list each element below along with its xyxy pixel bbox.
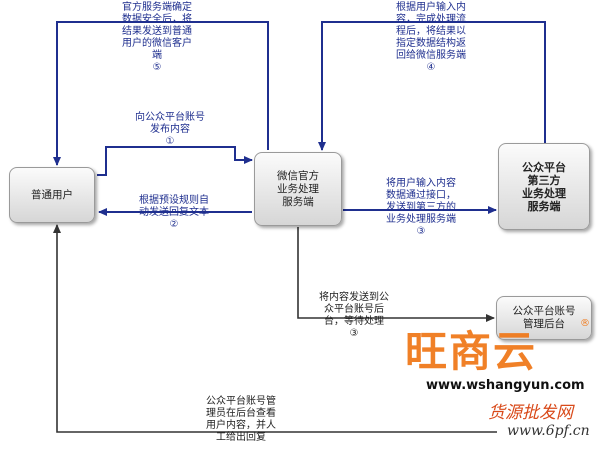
arrow-step3-backend xyxy=(297,227,495,322)
label-step4: 根据用户输入内 容，完成处理流 程后，将结果以 指定数据结构返 回给微信服务端 … xyxy=(396,2,466,73)
label-step3-backend: 将内容发送到公 众平台账号后 台，等待处理 ③ xyxy=(319,292,389,339)
watermark-url: www.wshangyun.com xyxy=(426,378,585,393)
node-third-party-server: 公众平台 第三方 业务处理 服务端 xyxy=(498,143,590,230)
node-normal-user: 普通用户 xyxy=(9,167,95,223)
arrow-manual-reply xyxy=(53,224,497,433)
watermark-url2: www.6pf.cn xyxy=(507,423,590,439)
label-step2: 根据预设规则自 动发送回复文本 ② xyxy=(139,195,209,230)
label-step5: 官方服务端确定 数据安全后，将 结果发送到普通 用户的微信客户 端 ⑤ xyxy=(122,2,192,73)
label-step1: 向公众平台账号 发布内容 ① xyxy=(135,112,205,147)
watermark-registered-mark: ® xyxy=(580,318,590,329)
arrow-step1 xyxy=(97,146,253,176)
watermark-logo: 旺商云 xyxy=(405,327,538,376)
label-manual-reply: 公众平台账号管 理员在后台查看 用户内容，并人 工给出回复 xyxy=(206,396,276,443)
node-wechat-server: 微信官方 业务处理 服务端 xyxy=(254,152,342,226)
arrow-step4 xyxy=(318,21,546,151)
label-step3-third: 将用户输入内容 数据通过接口， 发送到第三方的 业务处理服务端 ③ xyxy=(386,178,456,237)
watermark-slogan: 货源批发网 xyxy=(488,403,573,423)
node-backend: 公众平台账号 管理后台 xyxy=(496,296,592,340)
arrow-step5 xyxy=(53,21,269,166)
